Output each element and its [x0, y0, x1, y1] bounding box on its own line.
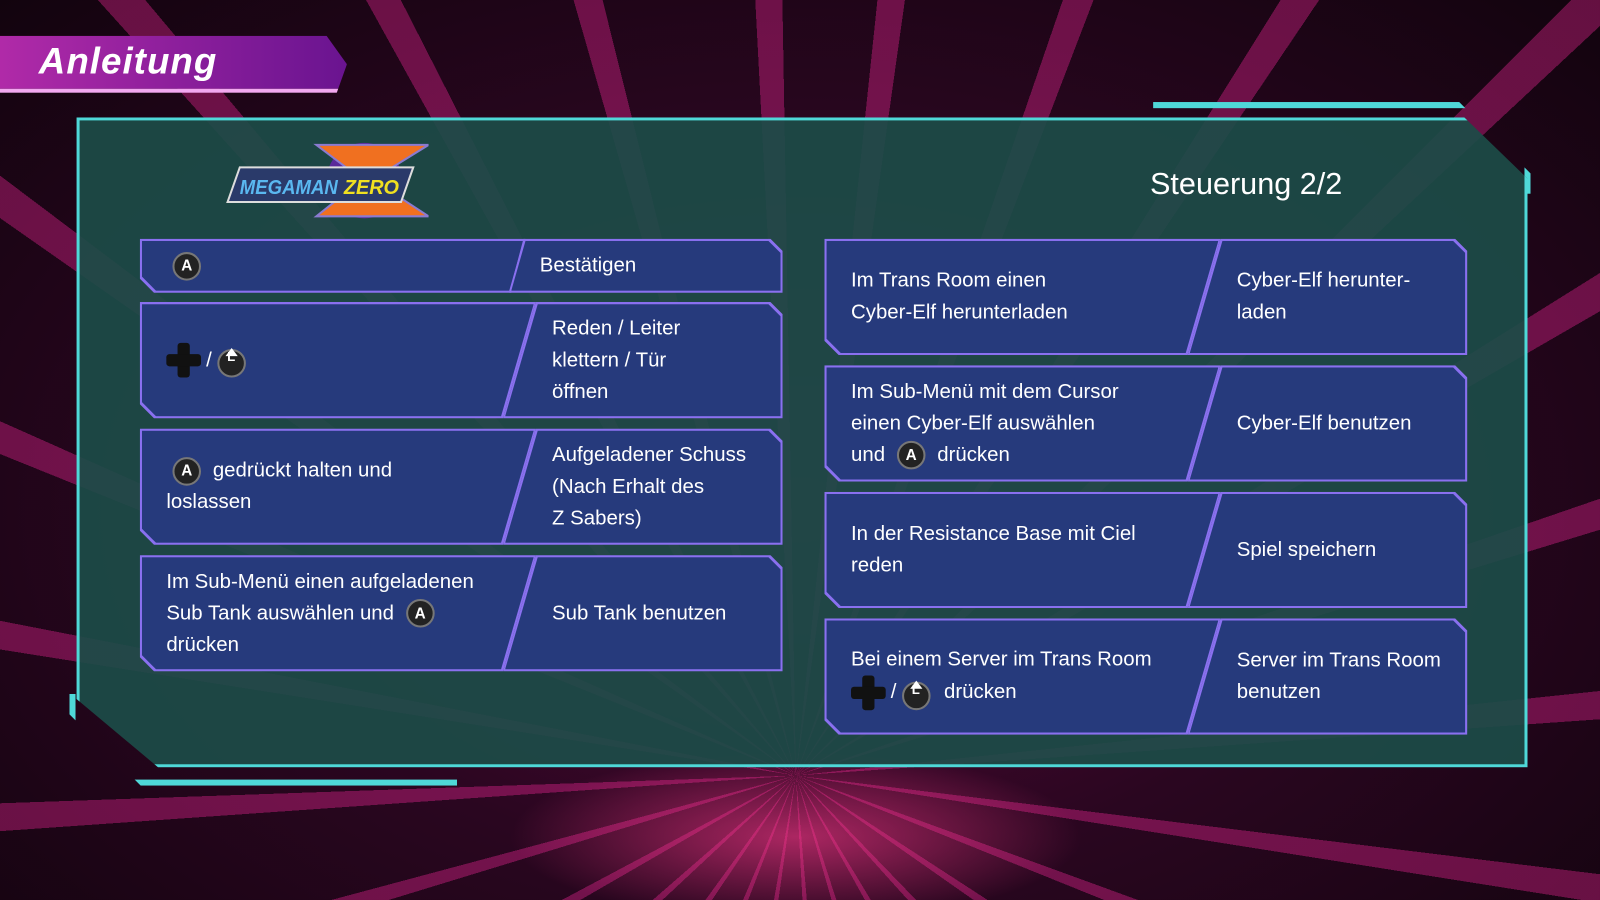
input-cell: Im Sub-Menü einen aufgeladenen Sub Tank …	[140, 555, 536, 671]
a-button-icon: A	[172, 252, 201, 281]
input-label: In der Resistance Base mit Ciel	[851, 522, 1136, 545]
dpad-up-icon	[166, 343, 201, 378]
l-stick-up-icon: L	[217, 349, 246, 378]
a-button-icon: A	[897, 441, 926, 470]
input-label: Bei einem Server im Trans Room	[851, 647, 1152, 670]
input-label: und	[851, 443, 886, 466]
action-cell: Bestätigen	[509, 239, 782, 293]
input-label: drücken	[943, 680, 1017, 703]
action-label: Reden / Leiter	[552, 316, 681, 340]
input-cell: Im Trans Room einen Cyber-Elf herunterla…	[824, 239, 1220, 355]
input-label: gedrückt halten und	[212, 459, 393, 482]
action-cell: Server im Trans Room benutzen	[1188, 618, 1468, 734]
separator: /	[206, 348, 212, 371]
action-label: laden	[1236, 301, 1287, 324]
input-label: loslassen	[166, 490, 252, 514]
action-label: öffnen	[552, 380, 609, 403]
action-label: Cyber-Elf benutzen	[1236, 411, 1412, 435]
svg-text:MEGAMAN: MEGAMAN	[240, 177, 339, 199]
page-title: Steuerung 2/2	[1149, 167, 1343, 202]
action-cell: Spiel speichern	[1188, 492, 1468, 608]
screen-title: Anleitung	[38, 39, 218, 82]
action-label: Spiel speichern	[1236, 538, 1377, 561]
action-label: Cyber-Elf herunter-	[1236, 269, 1411, 292]
input-cell: Im Sub-Menü mit dem Cursor einen Cyber-E…	[824, 365, 1220, 481]
action-label: Bestätigen	[539, 254, 637, 277]
action-label: klettern / Tür	[552, 348, 667, 371]
input-cell: /L	[140, 302, 536, 418]
input-cell: A	[140, 239, 526, 293]
action-cell: Aufgeladener Schuss (Nach Erhalt des Z S…	[503, 429, 783, 545]
a-button-icon: A	[406, 599, 435, 628]
dpad-up-icon	[851, 675, 886, 710]
action-label: Sub Tank benutzen	[552, 601, 727, 624]
action-label: (Nach Erhalt des	[552, 474, 705, 498]
input-label: drücken	[166, 633, 239, 656]
input-label: Im Sub-Menü einen aufgeladenen	[166, 569, 474, 593]
input-label: reden	[851, 554, 904, 577]
title-banner: Anleitung	[0, 35, 347, 93]
a-button-icon: A	[172, 457, 201, 486]
action-label: Server im Trans Room	[1236, 648, 1441, 672]
input-cell: Bei einem Server im Trans Room /L drücke…	[824, 618, 1220, 734]
action-label: Z Sabers)	[552, 506, 642, 530]
action-cell: Sub Tank benutzen	[503, 555, 783, 671]
separator: /	[890, 680, 897, 703]
action-label: Aufgeladener Schuss	[552, 443, 747, 466]
input-label: Cyber-Elf herunterladen	[851, 301, 1068, 324]
input-label: Im Trans Room einen	[851, 269, 1047, 292]
l-stick-up-icon: L	[902, 681, 931, 710]
megaman-zero-logo: MEGAMAN ZERO	[226, 142, 429, 219]
action-cell: Reden / Leiter klettern / Tür öffnen	[503, 302, 783, 418]
input-label: einen Cyber-Elf auswählen	[851, 411, 1095, 435]
svg-text:ZERO: ZERO	[343, 177, 399, 199]
input-label: Im Sub-Menü mit dem Cursor	[851, 380, 1119, 403]
input-cell: In der Resistance Base mit Ciel reden	[824, 492, 1220, 608]
input-cell: A gedrückt halten und loslassen	[140, 429, 536, 545]
input-label: Sub Tank auswählen und	[166, 601, 395, 624]
action-label: benutzen	[1236, 680, 1321, 704]
input-label: drücken	[937, 443, 1010, 466]
action-cell: Cyber-Elf herunter- laden	[1188, 239, 1468, 355]
action-cell: Cyber-Elf benutzen	[1188, 365, 1468, 481]
